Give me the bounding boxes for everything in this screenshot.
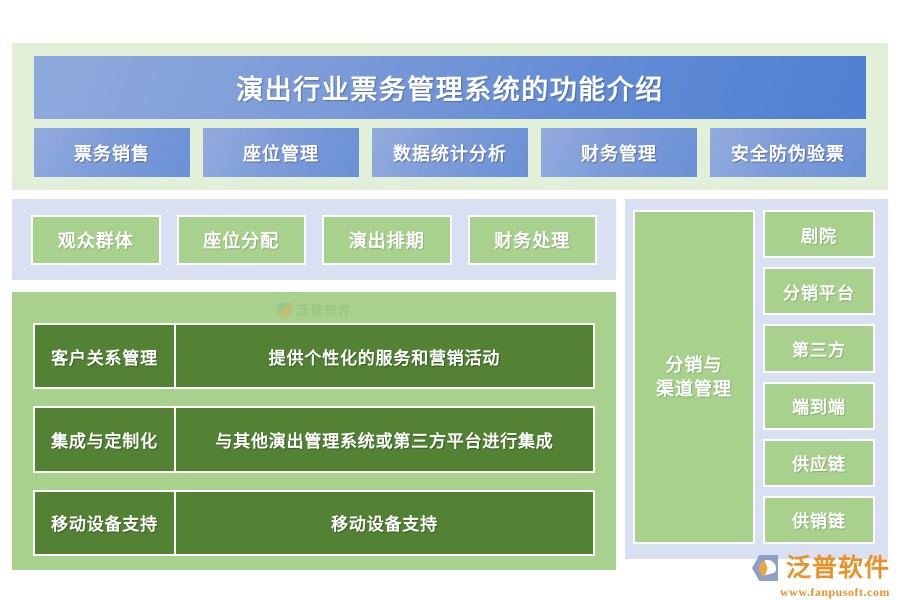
category-tile-show-schedule[interactable]: 演出排期: [322, 215, 452, 265]
distribution-item-end-to-end[interactable]: 端到端: [763, 381, 875, 430]
feature-desc-label: 与其他演出管理系统或第三方平台进行集成: [215, 431, 554, 451]
distribution-item-label: 分销平台: [783, 283, 855, 303]
feature-name-label: 集成与定制化: [51, 431, 158, 451]
header-tile-ticket-sales[interactable]: 票务销售: [34, 128, 190, 177]
brand-url: www.fanpusoft.com: [780, 585, 890, 599]
category-tile-label: 演出排期: [348, 231, 425, 251]
feature-desc-integration: 与其他演出管理系统或第三方平台进行集成: [176, 406, 595, 473]
header-panel: 演出行业票务管理系统的功能介绍 票务销售 座位管理 数据统计分析 财务管理 安全…: [12, 43, 888, 190]
feature-row: 客户关系管理 提供个性化的服务和营销活动: [33, 323, 595, 390]
feature-row-list: 客户关系管理 提供个性化的服务和营销活动 集成与定制化 与其他演出管理系统或第三…: [33, 323, 595, 556]
distribution-item-distribution-chain[interactable]: 供销链: [763, 495, 875, 545]
distribution-item-platform[interactable]: 分销平台: [763, 267, 875, 316]
distribution-item-label: 第三方: [792, 340, 846, 360]
feature-desc-label: 提供个性化的服务和营销活动: [268, 348, 501, 368]
feature-desc-mobile-support: 移动设备支持: [176, 489, 595, 556]
feature-row: 集成与定制化 与其他演出管理系统或第三方平台进行集成: [33, 406, 595, 473]
feature-name-mobile-support[interactable]: 移动设备支持: [33, 489, 176, 556]
page-title-bar: 演出行业票务管理系统的功能介绍: [34, 56, 866, 119]
page-title: 演出行业票务管理系统的功能介绍: [236, 75, 664, 105]
header-tile-security-verification[interactable]: 安全防伪验票: [710, 128, 866, 177]
header-tile-finance-management[interactable]: 财务管理: [541, 128, 697, 177]
header-tile-label: 安全防伪验票: [731, 143, 845, 164]
feature-name-label: 客户关系管理: [51, 348, 158, 368]
distribution-item-label: 供应链: [792, 455, 846, 475]
category-tile-seat-allocation[interactable]: 座位分配: [176, 215, 306, 265]
watermark-text: 泛普软件: [295, 303, 353, 318]
distribution-item-list: 剧院 分销平台 第三方 端到端 供应链 供销链: [763, 210, 875, 545]
brand-logo-row: 泛普软件: [752, 553, 892, 583]
middle-category-panel: 观众群体 座位分配 演出排期 财务处理: [12, 199, 616, 280]
distribution-item-label: 端到端: [792, 398, 846, 418]
category-tile-finance-processing[interactable]: 财务处理: [467, 215, 597, 265]
feature-name-label: 移动设备支持: [51, 515, 158, 535]
header-tile-label: 财务管理: [581, 143, 657, 164]
watermark-mark-icon: [275, 301, 292, 318]
brand-logo: 泛普软件 www.fanpusoft.com: [752, 553, 892, 599]
category-tile-label: 座位分配: [203, 231, 280, 251]
distribution-item-label: 供销链: [792, 512, 846, 532]
distribution-panel: 分销与渠道管理 剧院 分销平台 第三方 端到端 供应链 供销链: [625, 199, 888, 559]
distribution-item-theater[interactable]: 剧院: [763, 210, 875, 259]
brand-name: 泛普软件: [786, 554, 891, 582]
feature-name-crm[interactable]: 客户关系管理: [33, 323, 176, 390]
header-tile-row: 票务销售 座位管理 数据统计分析 财务管理 安全防伪验票: [34, 128, 866, 177]
category-tile-label: 财务处理: [494, 231, 571, 251]
distribution-group-label-text: 分销与渠道管理: [656, 353, 732, 402]
feature-panel: 泛普软件 客户关系管理 提供个性化的服务和营销活动 集成与定制化 与其他演出管理…: [12, 292, 616, 570]
distribution-item-third-party[interactable]: 第三方: [763, 324, 875, 373]
feature-desc-label: 移动设备支持: [331, 515, 438, 535]
category-tile-label: 观众群体: [57, 231, 134, 251]
middle-category-row: 观众群体 座位分配 演出排期 财务处理: [31, 215, 597, 265]
feature-row: 移动设备支持 移动设备支持: [33, 489, 595, 556]
fanpu-logo-icon: [752, 553, 782, 583]
category-tile-audience[interactable]: 观众群体: [31, 215, 161, 265]
watermark-logo: 泛普软件: [275, 300, 353, 319]
distribution-group-label-line2: 渠道管理: [656, 379, 732, 399]
distribution-group-label[interactable]: 分销与渠道管理: [633, 210, 755, 544]
header-tile-seat-management[interactable]: 座位管理: [203, 128, 359, 177]
header-tile-label: 数据统计分析: [393, 143, 507, 164]
feature-name-integration[interactable]: 集成与定制化: [33, 406, 176, 473]
distribution-group-label-line1: 分销与: [665, 354, 723, 375]
distribution-item-supply-chain[interactable]: 供应链: [763, 438, 875, 487]
distribution-item-label: 剧院: [801, 226, 837, 246]
feature-desc-crm: 提供个性化的服务和营销活动: [176, 323, 595, 390]
header-tile-label: 票务销售: [74, 143, 150, 164]
header-tile-data-analysis[interactable]: 数据统计分析: [372, 128, 528, 177]
fanpu-logo-inner-shape: [759, 560, 776, 577]
header-tile-label: 座位管理: [243, 143, 319, 164]
